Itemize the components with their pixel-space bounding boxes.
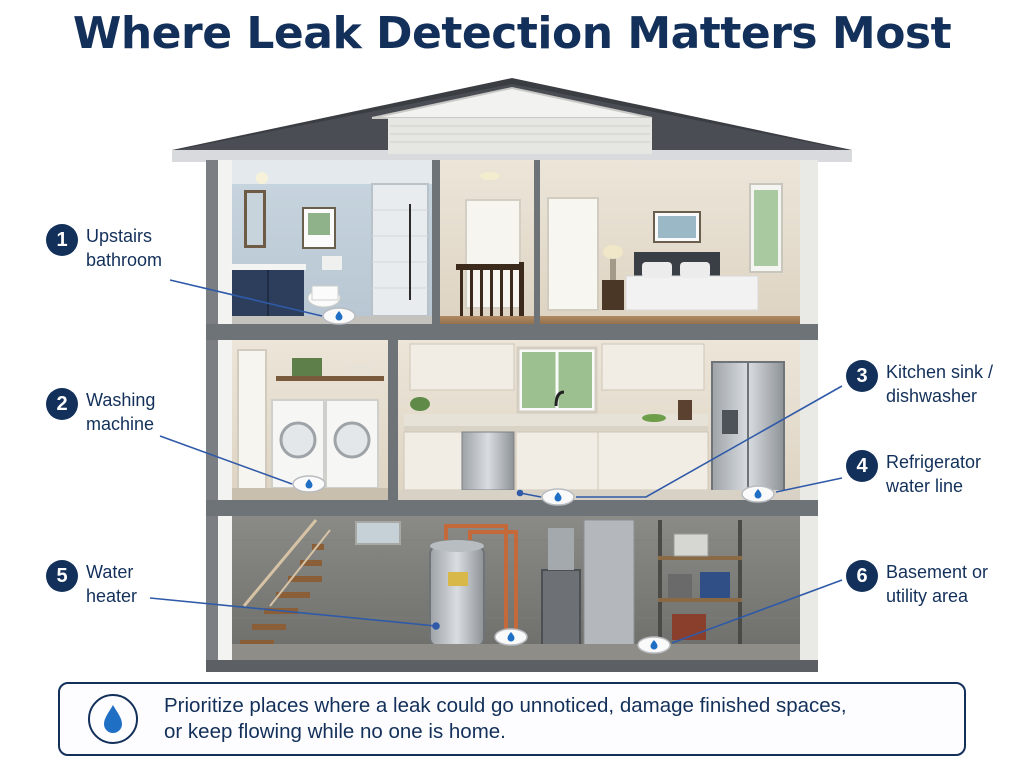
page-title: Where Leak Detection Matters Most xyxy=(72,8,952,59)
callout-refrigerator: 4 Refrigerator water line xyxy=(846,450,981,498)
basement-room xyxy=(232,516,800,660)
callout-number-badge: 4 xyxy=(846,450,878,482)
water-drop-icon xyxy=(88,694,138,744)
storage-shelf xyxy=(658,520,742,644)
callout-label: Washing machine xyxy=(86,390,156,434)
callout-number-badge: 2 xyxy=(46,388,78,420)
kitchen-room xyxy=(398,340,800,504)
callout-number-badge: 3 xyxy=(846,360,878,392)
upstairs-bathroom-room xyxy=(228,160,432,326)
callout-kitchen-sink: 3 Kitchen sink / dishwasher xyxy=(846,360,993,408)
callout-label: Water heater xyxy=(86,562,138,606)
leak-sensor-1 xyxy=(322,307,356,325)
callout-water-heater: 5 Water heater xyxy=(46,560,137,608)
callout-number-badge: 5 xyxy=(46,560,78,592)
leak-sensor-3 xyxy=(541,488,575,506)
leak-sensor-5 xyxy=(494,628,528,646)
callout-label: Kitchen sink / dishwasher xyxy=(886,362,994,406)
callout-label: Refrigerator water line xyxy=(886,452,982,496)
callout-label: Basement or utility area xyxy=(886,562,989,606)
callout-label: Upstairs bathroom xyxy=(86,226,163,270)
callout-number-badge: 6 xyxy=(846,560,878,592)
stair-landing-room xyxy=(440,160,534,326)
bedroom-room xyxy=(540,160,800,326)
upper-floor-slab xyxy=(206,324,818,340)
tip-banner: Prioritize places where a leak could go … xyxy=(58,682,966,756)
leak-sensor-4 xyxy=(741,485,775,503)
roof xyxy=(172,78,852,162)
leak-sensor-2 xyxy=(292,475,326,493)
callout-washing-machine: 2 Washing machine xyxy=(46,388,155,436)
water-heater-tank xyxy=(429,540,485,647)
tip-banner-text: Prioritize places where a leak could go … xyxy=(164,694,847,743)
callout-upstairs-bathroom: 1 Upstairs bathroom xyxy=(46,224,162,272)
callout-basement: 6 Basement or utility area xyxy=(846,560,988,608)
leak-sensor-6 xyxy=(637,636,671,654)
main-floor-slab xyxy=(206,500,818,516)
callout-number-badge: 1 xyxy=(46,224,78,256)
leader-lines xyxy=(149,279,843,644)
